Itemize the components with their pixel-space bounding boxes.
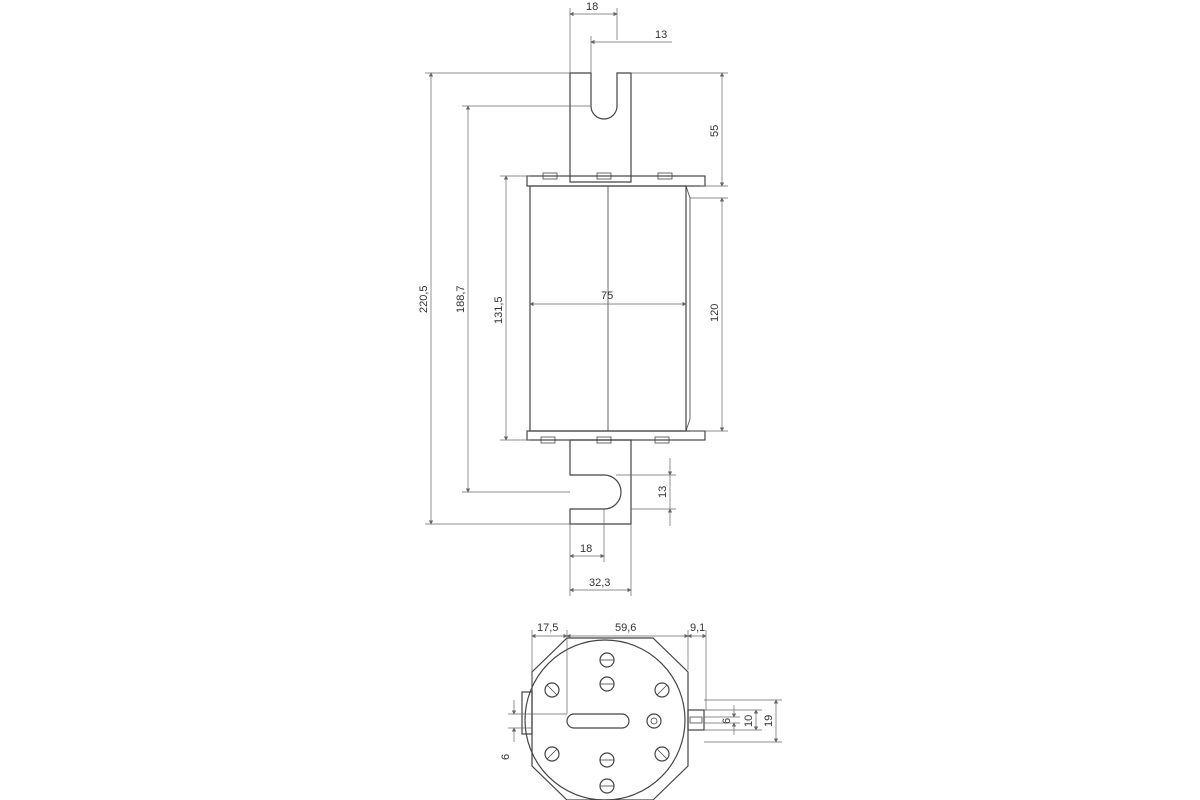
bottom-cap-screw-right <box>654 436 670 444</box>
slotted-screw-icon <box>654 746 670 762</box>
bottom-cap-screw-left <box>540 436 556 444</box>
dim-end-left-tab-height: 6 <box>500 754 512 760</box>
dim-blade-offset: 32,3 <box>589 577 610 589</box>
dim-top-blade-length: 55 <box>709 125 721 137</box>
dim-end-tab-span-outer: 19 <box>763 715 775 727</box>
dim-body-height-with-caps: 131,5 <box>493 296 505 324</box>
right-mounting-tab <box>687 709 705 731</box>
dim-body-width: 75 <box>601 290 613 302</box>
end-view-dimensions: 17,5 59,6 9,1 6 10 19 6 <box>500 622 782 760</box>
bottom-end-cap <box>526 430 706 441</box>
bottom-blade <box>569 439 632 525</box>
end-view <box>521 637 705 800</box>
dim-end-tab-height: 6 <box>721 718 733 724</box>
indicator-slot <box>566 713 630 729</box>
dim-slot-depth-bottom: 13 <box>657 486 669 498</box>
slotted-screw-icon <box>654 682 670 698</box>
slotted-screw-icon <box>599 652 615 668</box>
top-cap-screw-left <box>542 172 558 180</box>
right-tab-slot <box>689 716 703 724</box>
top-blade <box>569 72 632 183</box>
dim-slot-width-top: 13 <box>655 29 667 41</box>
front-view <box>526 72 706 525</box>
slotted-screw-icon <box>599 752 615 768</box>
dim-blade-width-bottom: 18 <box>580 543 592 555</box>
slotted-screw-icon <box>544 746 560 762</box>
dim-end-left-offset: 17,5 <box>537 622 558 634</box>
end-view-outline <box>531 637 689 800</box>
dim-overall-length: 220,5 <box>418 285 430 313</box>
slotted-screw-icon <box>599 778 615 794</box>
indicator-dot-icon <box>646 713 662 729</box>
top-cap-screw-right <box>657 172 673 180</box>
end-cap-circle <box>524 639 686 800</box>
slotted-screw-icon <box>599 676 615 692</box>
dim-body-height: 120 <box>709 304 721 322</box>
slotted-screw-icon <box>544 682 560 698</box>
dim-end-center-span: 59,6 <box>615 622 636 634</box>
dim-end-tab-span-mid: 10 <box>743 715 755 727</box>
dim-end-right-offset: 9,1 <box>690 622 705 634</box>
dim-blade-width-top: 18 <box>586 1 598 13</box>
top-end-cap <box>526 175 706 187</box>
top-cap-screw-mid <box>596 172 612 180</box>
front-dimensions: 18 13 55 120 75 131,5 188,7 220,5 <box>418 1 728 596</box>
dim-slot-center-distance: 188,7 <box>455 285 467 313</box>
